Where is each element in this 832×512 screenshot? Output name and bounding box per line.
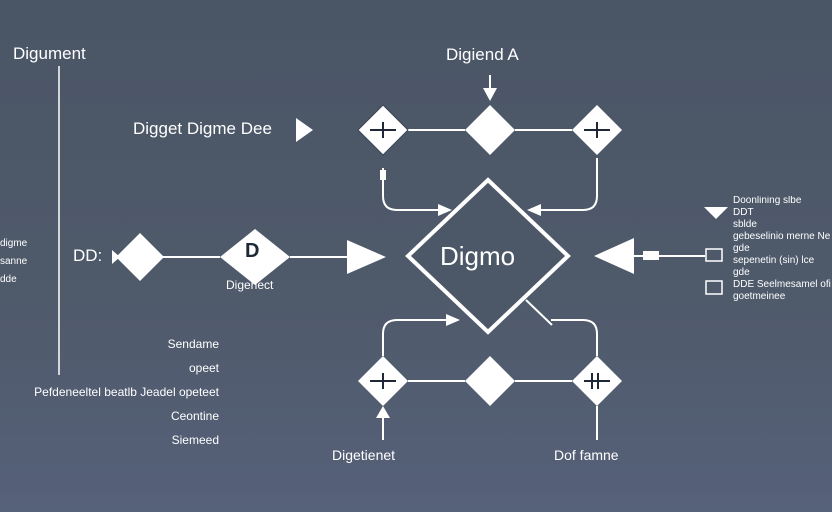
node-center[interactable] bbox=[405, 177, 571, 335]
node-bottom-left[interactable] bbox=[358, 356, 408, 406]
center-node-label: Digmo bbox=[440, 241, 516, 271]
left-node-label: DD: bbox=[73, 246, 103, 265]
d-node-letter: D bbox=[245, 240, 260, 262]
right-note: DDE Seelmesamel ofi bbox=[733, 279, 831, 290]
arrow-right-icon bbox=[347, 240, 386, 274]
top-left-title: Digument bbox=[13, 44, 86, 63]
node-d[interactable] bbox=[220, 229, 290, 285]
diagram-header: Digget Digme Dee bbox=[133, 119, 272, 138]
edge-top-left-to-center bbox=[382, 168, 446, 211]
legend-item: Pefdeneeltel beatlb Jeadel opeteet bbox=[34, 385, 219, 399]
bottom-left-caption: Digetienet bbox=[332, 447, 396, 463]
legend-item: Ceontine bbox=[170, 409, 219, 423]
left-side-line: dde bbox=[0, 274, 17, 285]
legend-item: opeet bbox=[188, 361, 219, 375]
bottom-right-caption: Dof famne bbox=[554, 447, 619, 463]
right-notes: Doonlining slbe DDT sblde gebeselinio me… bbox=[733, 196, 832, 304]
right-note: sblde bbox=[733, 219, 757, 230]
legend-item: Sendame bbox=[167, 337, 219, 351]
edge-center-diag bbox=[525, 299, 553, 326]
node-top-mid[interactable] bbox=[465, 105, 515, 155]
panel-icon bbox=[705, 248, 723, 262]
right-note: gebeselinio merne Ne bbox=[733, 231, 831, 242]
d-node-caption: Digenect bbox=[226, 278, 274, 292]
note-icon bbox=[380, 170, 386, 180]
arrow-right-icon bbox=[296, 118, 313, 142]
right-note: goetmeinee bbox=[733, 291, 786, 302]
arrow-left-icon bbox=[594, 238, 634, 274]
left-side-lines: digme sanne dde bbox=[0, 239, 27, 293]
left-side-line: sanne bbox=[0, 256, 28, 267]
arrow-left-icon bbox=[527, 204, 541, 216]
panel-icon bbox=[643, 251, 659, 260]
arrow-right-icon bbox=[438, 204, 452, 216]
node-dd[interactable] bbox=[116, 233, 164, 281]
edge-center-to-bottom-right bbox=[551, 319, 598, 356]
right-note: Doonlining slbe bbox=[733, 196, 802, 206]
node-top-left[interactable] bbox=[357, 104, 409, 156]
top-center-title: Digiend A bbox=[446, 45, 519, 64]
left-side-line: digme bbox=[0, 238, 28, 249]
arrow-up-icon bbox=[376, 406, 390, 418]
node-top-right[interactable] bbox=[572, 105, 622, 155]
edge-center-to-bottom-left bbox=[382, 319, 452, 356]
legend-list: Sendame opeet Pefdeneeltel beatlb Jeadel… bbox=[34, 337, 219, 457]
node-bottom-right[interactable] bbox=[572, 356, 622, 406]
edge-top-right-to-center bbox=[534, 158, 598, 211]
right-note: sepenetin (sin) lce bbox=[733, 255, 815, 266]
doc-icon bbox=[705, 280, 723, 295]
right-note: DDT bbox=[733, 207, 754, 218]
note-icon bbox=[704, 207, 728, 219]
legend-item: Siemeed bbox=[171, 433, 219, 447]
node-bottom-mid[interactable] bbox=[465, 356, 515, 406]
arrow-down-icon bbox=[483, 88, 497, 101]
right-note: gde bbox=[733, 267, 750, 278]
arrow-right-icon bbox=[446, 314, 460, 326]
right-note: gde bbox=[733, 243, 750, 254]
